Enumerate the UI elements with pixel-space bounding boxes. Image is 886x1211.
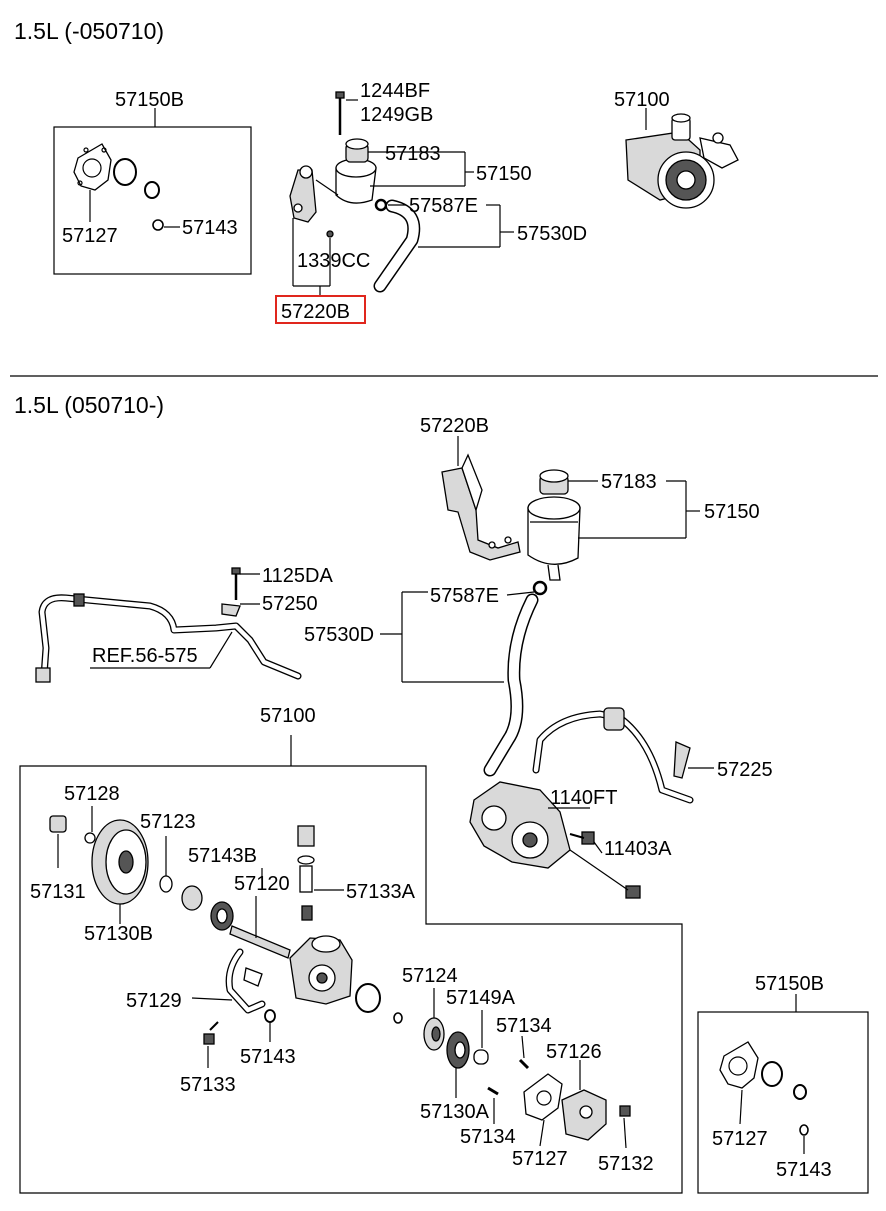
label-bearing: 57149A <box>446 987 516 1009</box>
label-pulley: 57130B <box>84 923 153 945</box>
label-reservoir-early: 57150 <box>476 163 532 185</box>
label-valve: 57133A <box>346 881 416 903</box>
label-hose-early: 57530D <box>517 223 587 245</box>
label-line-late: 57225 <box>717 759 773 781</box>
kit-box-early <box>53 108 252 275</box>
label-clamp-early: 57587E <box>409 195 478 217</box>
pressure-line-left <box>35 567 302 683</box>
label-pipe: 57129 <box>126 990 182 1012</box>
label-kit-seal-late: 57143 <box>776 1159 832 1181</box>
label-ring: 57124 <box>402 965 458 987</box>
label-kit-gasket-early: 57127 <box>62 225 118 247</box>
label-seal: 57143 <box>240 1046 296 1068</box>
label-pump-early: 57100 <box>614 89 670 111</box>
label-shaft: 57120 <box>234 873 290 895</box>
label-kit-early: 57150B <box>115 89 184 111</box>
exploded-parts <box>49 806 631 1149</box>
label-bolt-ft-late: 1140FT <box>550 787 617 809</box>
hose-late <box>380 580 548 777</box>
label-bolt-b-early: 1249GB <box>360 104 433 126</box>
section-title-late: 1.5L (050710-) <box>14 392 164 418</box>
reservoir-assembly-late <box>441 436 700 581</box>
label-hose-late: 57530D <box>304 624 374 646</box>
pump-installed-late <box>469 781 641 899</box>
label-bracket-early: 57220B <box>281 301 350 323</box>
label-washer: 57123 <box>140 811 196 833</box>
pump-early <box>625 108 739 209</box>
label-cap-early: 57183 <box>385 143 441 165</box>
reservoir-assembly-early <box>289 91 514 297</box>
label-gasket: 57127 <box>512 1148 568 1170</box>
section-title-early: 1.5L (-050710) <box>14 18 164 44</box>
label-rotor: 57130A <box>420 1101 490 1123</box>
label-pin-a: 57134 <box>496 1015 552 1037</box>
label-kit-late: 57150B <box>755 973 824 995</box>
label-pump-late: 57100 <box>260 705 316 727</box>
highlight-box <box>275 295 366 324</box>
pressure-line-right <box>532 707 714 804</box>
label-connector: 57143B <box>188 845 257 867</box>
label-pin-b: 57134 <box>460 1126 516 1148</box>
label-nut-b: 57131 <box>30 881 86 903</box>
label-bolt-late: 1125DA <box>262 565 333 587</box>
label-screw-early: 1339CC <box>297 250 370 272</box>
label-cover: 57126 <box>546 1041 602 1063</box>
label-nut: 57128 <box>64 783 120 805</box>
label-bolt-a-late: 11403A <box>604 838 672 860</box>
label-kit-gasket-late: 57127 <box>712 1128 768 1150</box>
label-bolt-b: 57132 <box>598 1153 654 1175</box>
label-reservoir-late: 57150 <box>704 501 760 523</box>
label-kit-seal-early: 57143 <box>182 217 238 239</box>
pump-exploded-box <box>19 735 683 1194</box>
kit-box-late <box>697 994 869 1194</box>
label-bolt-a-early: 1244BF <box>360 80 430 102</box>
label-clamp-late: 57587E <box>430 585 499 607</box>
label-ref-late: REF.56-575 <box>92 645 198 667</box>
label-clip-late: 57250 <box>262 593 318 615</box>
label-bolt-c: 57133 <box>180 1074 236 1096</box>
label-bracket-late: 57220B <box>420 415 489 437</box>
label-cap-late: 57183 <box>601 471 657 493</box>
